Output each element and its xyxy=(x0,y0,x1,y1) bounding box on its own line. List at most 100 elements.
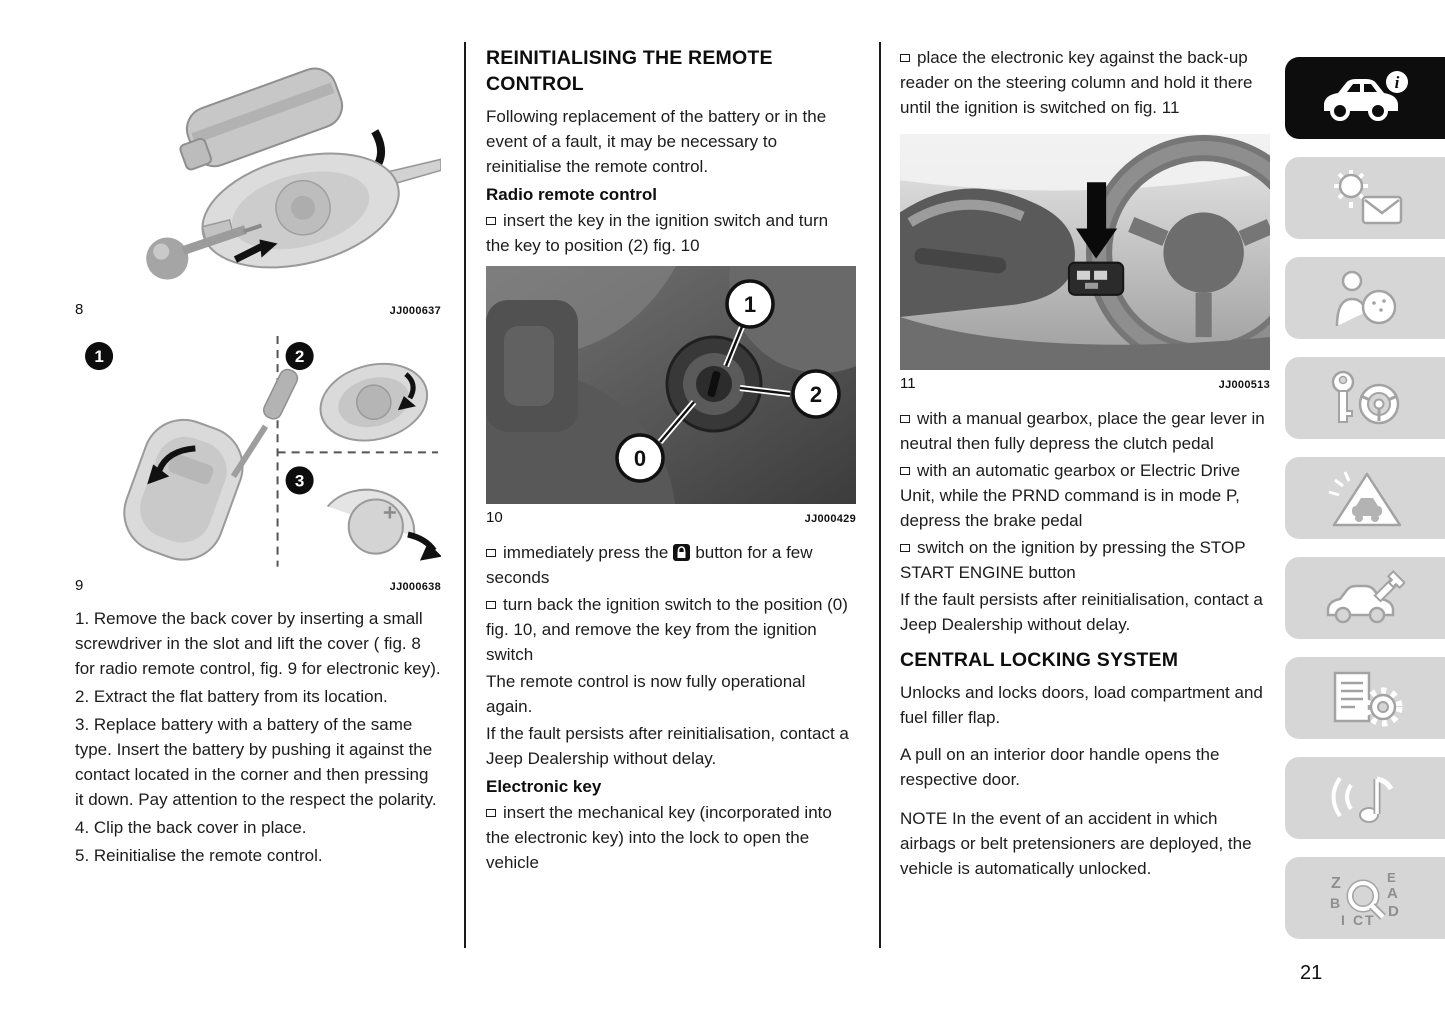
figure-9-callout-3: 3 xyxy=(295,471,304,490)
svg-text:B: B xyxy=(1330,895,1340,911)
figure-9-callout-2: 2 xyxy=(295,347,304,366)
tab-safety[interactable] xyxy=(1285,257,1445,339)
battery-replacement-steps: 1. Remove the back cover by inserting a … xyxy=(75,606,441,868)
figure-9-code: JJ000638 xyxy=(389,581,441,594)
tab-knowing-your-vehicle[interactable]: i xyxy=(1285,57,1445,139)
svg-text:E: E xyxy=(1387,870,1396,885)
figure-8-number: 8 xyxy=(75,300,84,318)
figure-9-caption: 9 JJ000638 xyxy=(75,577,441,594)
central-locking-paragraph-1: Unlocks and locks doors, load compartmen… xyxy=(900,683,1263,728)
square-bullet-icon xyxy=(486,549,496,557)
alphabetical-index-icon: Z E A B C D I T xyxy=(1330,870,1399,928)
column-divider-1 xyxy=(464,42,466,948)
bullet-ignition: switch on the ignition by pressing the S… xyxy=(900,535,1270,585)
figure-10-callout-1: 1 xyxy=(744,292,756,317)
square-bullet-icon xyxy=(900,415,910,424)
figure-10-callout-2: 2 xyxy=(810,382,822,407)
column-divider-2 xyxy=(879,42,881,948)
tab-index[interactable]: Z E A B C D I T xyxy=(1285,857,1445,939)
bullet-place-key-text: place the electronic key against the bac… xyxy=(900,48,1253,117)
figure-8-caption: 8 JJ000637 xyxy=(75,301,441,318)
electronic-key-battery-illustration: 1 2 3 xyxy=(75,329,441,573)
left-column: 8 JJ000637 xyxy=(75,45,441,871)
paragraph-fault-right: If the fault persists after reinitialisa… xyxy=(900,590,1263,635)
multimedia-audio-icon xyxy=(1331,776,1394,823)
bullet-insert-key: insert the key in the ignition switch an… xyxy=(486,208,856,258)
tab-servicing-and-care[interactable] xyxy=(1285,557,1445,639)
key-steering-wheel-icon xyxy=(1331,370,1400,425)
svg-text:C: C xyxy=(1353,912,1363,928)
svg-text:A: A xyxy=(1387,885,1398,902)
figure-11-code: JJ000513 xyxy=(1218,379,1270,392)
tab-multimedia[interactable] xyxy=(1285,757,1445,839)
figure-10-number: 10 xyxy=(486,509,503,526)
figure-10-caption: 10 JJ000429 xyxy=(486,509,856,526)
svg-text:I: I xyxy=(1341,912,1345,928)
figure-11-image xyxy=(900,134,1270,371)
bullet-auto-gearbox-text: with an automatic gearbox or Electric Dr… xyxy=(900,461,1241,531)
right-column: place the electronic key against the bac… xyxy=(900,45,1270,883)
step-5: 5. Reinitialise the remote control. xyxy=(75,846,323,866)
central-locking-paragraph-2: A pull on an interior door handle opens … xyxy=(900,745,1220,790)
figure-9: 1 2 3 9 JJ000638 xyxy=(75,329,441,594)
figure-8-image xyxy=(75,45,441,296)
info-letter: i xyxy=(1395,73,1400,92)
bullet-mechanical-key: insert the mechanical key (incorporated … xyxy=(486,800,856,875)
battery-cover-removal-illustration xyxy=(75,45,441,296)
figure-11-caption: 11 JJ000513 xyxy=(900,375,1270,392)
paragraph-operational: The remote control is now fully operatio… xyxy=(486,672,806,716)
square-bullet-icon xyxy=(486,601,496,609)
step-1: 1. Remove the back cover by inserting a … xyxy=(75,609,441,679)
figure-10: 1 2 0 10 JJ000429 xyxy=(486,266,856,526)
figure-10-image: 1 2 0 xyxy=(486,266,856,504)
tab-dashboard-and-warning-lights[interactable] xyxy=(1285,157,1445,239)
section-heading-central-locking: CENTRAL LOCKING SYSTEM xyxy=(900,649,1179,672)
bullet-press-text-before: immediately press the xyxy=(503,543,669,562)
middle-column: REINITIALISING THE REMOTE CONTROL Follow… xyxy=(486,45,856,877)
bullet-press-text-after: button for a few seconds xyxy=(486,543,813,587)
tab-starting-and-driving[interactable] xyxy=(1285,357,1445,439)
figure-9-callout-1: 1 xyxy=(94,347,103,366)
figure-8-code: JJ000637 xyxy=(389,304,441,317)
figure-10-code: JJ000429 xyxy=(804,513,856,525)
svg-text:Z: Z xyxy=(1331,875,1341,892)
lock-button-icon xyxy=(673,544,691,561)
step-3: 3. Replace battery with a battery of the… xyxy=(75,715,437,810)
bullet-insert-key-text: insert the key in the ignition switch an… xyxy=(486,211,829,255)
bullet-manual-gearbox: with a manual gearbox, place the gear le… xyxy=(900,406,1270,456)
steering-column-backup-reader-photo xyxy=(900,134,1270,371)
emergency-triangle-icon xyxy=(1328,471,1402,527)
square-bullet-icon xyxy=(486,217,496,225)
figure-9-number: 9 xyxy=(75,577,84,595)
figure-11-number: 11 xyxy=(900,375,916,393)
square-bullet-icon xyxy=(486,809,496,817)
square-bullet-icon xyxy=(900,544,910,553)
tab-technical-specifications[interactable] xyxy=(1285,657,1445,739)
ignition-switch-photo: 1 2 0 xyxy=(486,266,856,504)
square-bullet-icon xyxy=(900,467,910,476)
figure-10-callout-0: 0 xyxy=(634,446,646,471)
subheading-electronic-key: Electronic key xyxy=(486,777,602,796)
bullet-ignition-text: switch on the ignition by pressing the S… xyxy=(900,538,1246,583)
intro-paragraph: Following replacement of the battery or … xyxy=(486,107,827,176)
tab-in-an-emergency[interactable] xyxy=(1285,457,1445,539)
figure-11: 11 JJ000513 xyxy=(900,134,1270,392)
car-info-icon: i xyxy=(1324,71,1408,121)
bullet-turn-back: turn back the ignition switch to the pos… xyxy=(486,592,856,667)
svg-text:D: D xyxy=(1388,903,1399,920)
car-wrench-icon xyxy=(1326,570,1405,624)
bullet-manual-gearbox-text: with a manual gearbox, place the gear le… xyxy=(900,409,1265,454)
step-2: 2. Extract the flat battery from its loc… xyxy=(75,687,388,707)
subheading-radio-remote-control: Radio remote control xyxy=(486,185,657,204)
bullet-mechanical-key-text: insert the mechanical key (incorporated … xyxy=(486,803,832,872)
section-tab-sidebar: i xyxy=(1285,57,1445,939)
figure-9-image: 1 2 3 xyxy=(75,329,441,573)
warning-lights-messages-icon xyxy=(1334,170,1403,225)
square-bullet-icon xyxy=(900,54,910,62)
section-heading-reinitialising: REINITIALISING THE REMOTE CONTROL xyxy=(486,47,773,95)
step-4: 4. Clip the back cover in place. xyxy=(75,818,307,838)
note-paragraph: NOTE In the event of an accident in whic… xyxy=(900,809,1252,879)
page-number: 21 xyxy=(1300,962,1323,984)
paragraph-fault-middle: If the fault persists after reinitialisa… xyxy=(486,724,849,768)
